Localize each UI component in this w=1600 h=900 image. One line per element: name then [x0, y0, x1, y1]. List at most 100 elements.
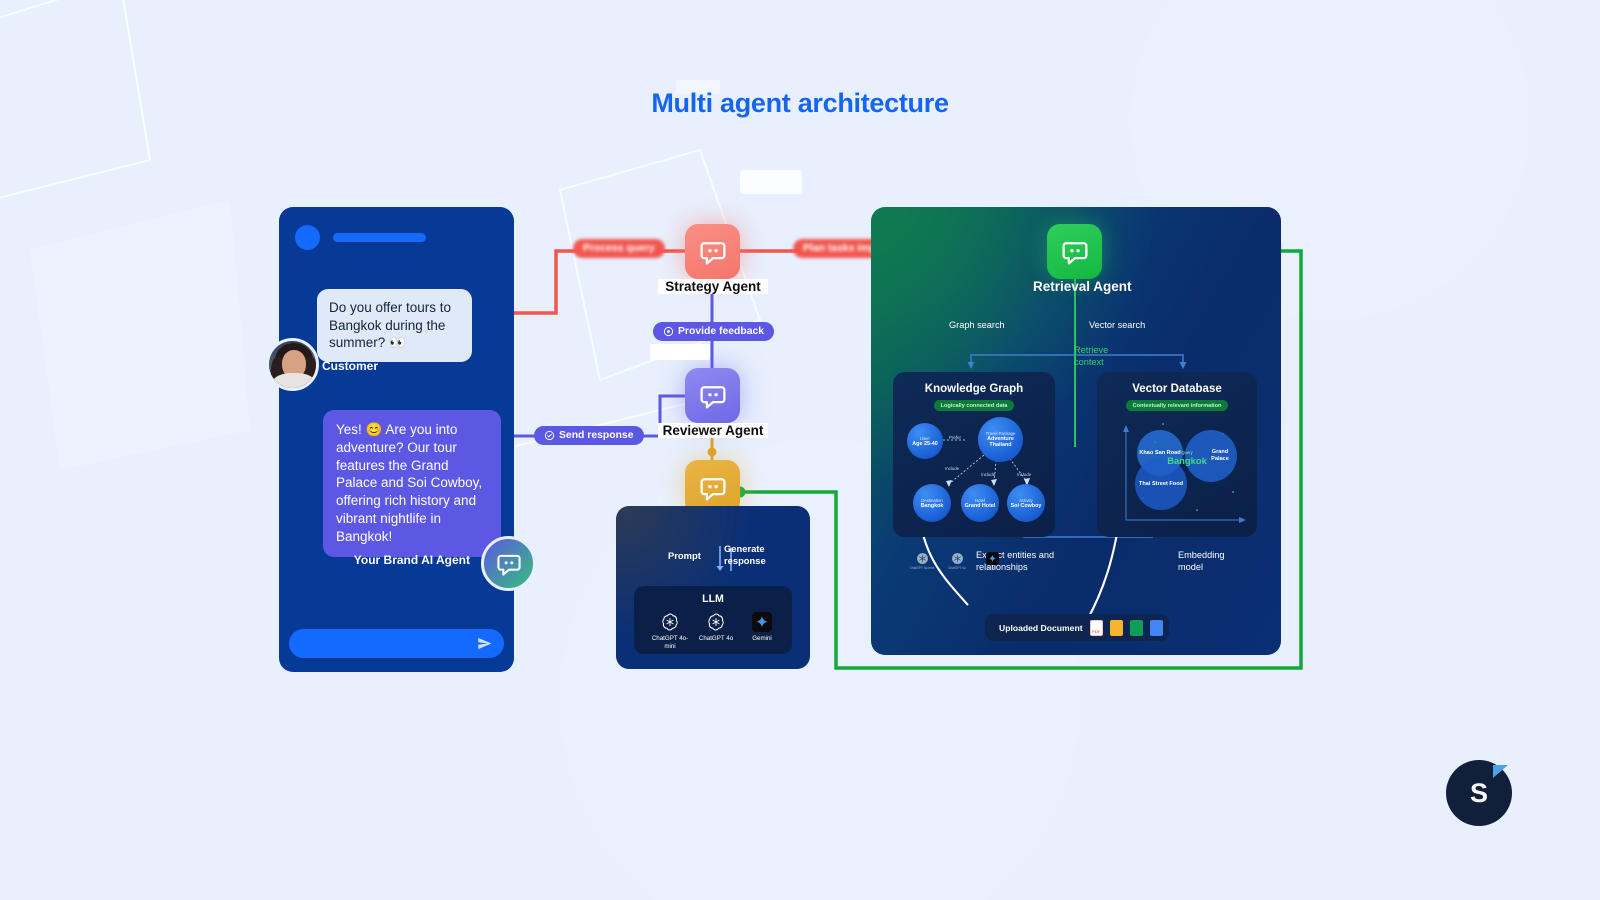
knowledge-graph-badge: Logically connected data [933, 400, 1015, 411]
kg-node-key: Activity [1019, 497, 1033, 503]
uploaded-document-label: Uploaded Document [999, 622, 1083, 633]
vdb-query-group: Query Bangkok [1159, 450, 1215, 466]
extract-entities-label: Extract entities and relationships [976, 550, 1055, 572]
small-model-chatgpt-4o: ChatGPT 4o [944, 552, 970, 571]
send-icon[interactable] [477, 636, 492, 651]
vdb-query-label: Query [1181, 450, 1193, 455]
small-model-chatgpt-4o-mini: ChatGPT 4o-mini [909, 552, 935, 571]
retrieval-agent-node[interactable] [1047, 224, 1102, 279]
chat-bot-icon [699, 477, 726, 501]
gemini-icon [752, 612, 772, 632]
prompt-arrows-icon [716, 546, 735, 571]
kg-node-destination: Destination Bangkok [913, 484, 951, 522]
file-icon-pdf: PDF [1089, 619, 1103, 636]
openai-icon [662, 613, 678, 631]
strategy-agent-label: Strategy Agent [658, 279, 768, 294]
kg-node-key: User: [919, 435, 931, 441]
brand-agent-label: Your Brand AI Agent [353, 553, 470, 567]
model-chatgpt-4o-mini[interactable]: ChatGPT 4o-mini [648, 612, 692, 651]
retrieval-agent-label: Retrieval Agent [1033, 279, 1132, 294]
page-title: Multi agent architecture [651, 88, 949, 118]
brand-logo-triangle-icon [1493, 765, 1508, 778]
file-icon-sheet [1129, 619, 1143, 636]
prompt-label: Prompt [668, 550, 701, 561]
kg-node-value: Age 25-40 [912, 440, 938, 447]
gemini-icon [985, 552, 999, 565]
kg-node-user: User: Age 25-40 [907, 423, 943, 459]
kg-node-travel-package: Travel Package Adventure Thailand [978, 417, 1023, 462]
small-model-icons: ChatGPT 4o-mini ChatGPT 4o Gemini [909, 552, 1005, 571]
small-model-name: Gemini [986, 566, 998, 570]
target-icon [663, 326, 674, 337]
embedding-model-label: Embedding model [1178, 550, 1225, 572]
chat-input[interactable] [289, 629, 504, 658]
openai-icon [708, 613, 724, 631]
llm-panel: Prompt Generate response LLM ChatGPT 4o-… [616, 506, 810, 669]
vdb-blob-label: Bangkok [1167, 455, 1207, 466]
flow-pill-process-query: Process query [573, 239, 665, 258]
strategy-agent-node[interactable] [685, 224, 740, 279]
brand-logo[interactable]: S [1446, 760, 1512, 826]
model-name: ChatGPT 4o-mini [651, 635, 689, 650]
writer-agent-node[interactable] [685, 460, 740, 515]
graph-search-label: Graph search [949, 320, 1005, 330]
kg-node-hotel: Hotel Grand Hotel [961, 484, 999, 522]
model-name: Gemini [752, 635, 772, 642]
llm-title: LLM [702, 593, 724, 605]
knowledge-graph-title: Knowledge Graph [924, 383, 1024, 395]
model-chatgpt-4o[interactable]: ChatGPT 4o [694, 612, 738, 643]
kg-node-key: Hotel [974, 497, 986, 503]
chat-bot-icon [699, 385, 726, 409]
kg-edge-label: Prefer [949, 435, 961, 440]
kg-edge-label: Include [981, 472, 996, 477]
kg-node-value: Adventure Thailand [987, 435, 1014, 448]
chat-bot-icon [496, 554, 521, 576]
chat-bot-icon [699, 241, 726, 265]
knowledge-graph-card: Knowledge Graph Logically connected data… [893, 372, 1055, 537]
chat-header [295, 225, 426, 250]
flow-pill-label: Send response [559, 430, 634, 441]
check-circle-icon [544, 430, 555, 441]
kg-node-value: Bangkok [920, 502, 944, 509]
openai-icon [951, 553, 963, 564]
reviewer-agent-label: Reviewer Agent [658, 423, 768, 438]
reviewer-agent-node[interactable] [685, 368, 740, 423]
smudge-block [650, 344, 710, 360]
kg-node-key: Travel Package [985, 430, 1016, 436]
kg-edge-label: Include [945, 466, 960, 471]
vector-database-badge: Contextually relevant information [1125, 400, 1229, 411]
model-name: ChatGPT 4o [698, 635, 734, 642]
chat-bot-icon [1061, 241, 1088, 265]
customer-label: Customer [322, 359, 379, 373]
flow-pill-label: Process query [583, 243, 655, 254]
openai-icon [916, 553, 928, 564]
avatar [266, 338, 319, 391]
chat-header-bar [333, 233, 426, 242]
vdb-blob-label: Grand Palace [1211, 449, 1229, 462]
file-icon-image [1109, 619, 1123, 636]
brand-logo-letter: S [1469, 777, 1488, 808]
title-smudge [676, 80, 720, 94]
small-model-gemini: Gemini [979, 552, 1005, 571]
uploaded-document: Uploaded Document PDF [985, 614, 1169, 641]
retrieve-context-label: Retrieve context [1074, 345, 1109, 367]
kg-node-value: Grand Hotel [964, 502, 996, 509]
kg-node-key: Destination [921, 497, 943, 503]
flow-pill-send-response: Send response [534, 426, 644, 445]
llm-card: LLM ChatGPT 4o-mini ChatGPT 4o Gemini [634, 586, 792, 654]
chat-brand-avatar [295, 225, 320, 250]
kg-node-value: Soi Cowboy [1010, 502, 1042, 509]
vdb-blob-grand-palace: Grand Palace [1185, 430, 1237, 482]
smudge-block [740, 170, 802, 194]
vdb-blob-label: Thai Street Food [1138, 480, 1184, 487]
vector-database-card: Vector Database Contextually relevant in… [1097, 372, 1257, 537]
kg-node-activity: Activity Soi Cowboy [1007, 484, 1045, 522]
vector-database-title: Vector Database [1132, 383, 1222, 395]
small-model-name: ChatGPT 4o [948, 566, 966, 570]
vdb-blob-thai-street-food: Thai Street Food [1135, 458, 1187, 510]
brand-agent-avatar [481, 536, 536, 591]
flow-pill-label: Provide feedback [678, 326, 765, 337]
model-gemini[interactable]: Gemini [740, 612, 784, 643]
generate-response-label: Generate response [724, 543, 766, 566]
